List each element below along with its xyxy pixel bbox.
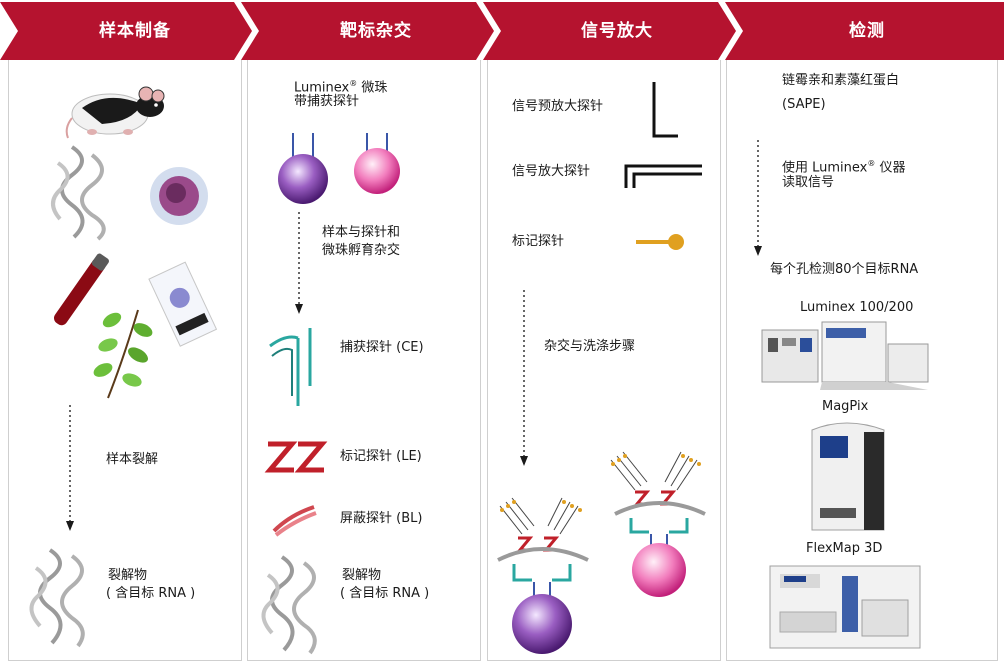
slide-image <box>148 261 218 347</box>
bead-purple-image <box>278 133 328 204</box>
header-chevron-3 <box>483 2 736 60</box>
hybridize-wash-label: 杂交与洗涤步骤 <box>544 339 636 354</box>
arrow-lysis <box>66 405 74 531</box>
plant-image <box>93 309 153 399</box>
header-detection: 检测 <box>849 21 885 41</box>
capture-probe-icon <box>269 328 312 406</box>
incubate-label-line2: 微珠孵育杂交 <box>322 243 401 258</box>
luminex-100-200-instrument-image <box>761 321 929 390</box>
sape-label-line1: 链霉亲和素藻红蛋白 <box>782 73 900 88</box>
incubate-label-line1: 样本与探针和 <box>322 225 401 240</box>
lysate-sublabel-col2: ( 含目标 RNA ) <box>340 586 430 601</box>
label-probe-gold-icon <box>636 234 684 250</box>
instrument-label-flexmap-3d: FlexMap 3D <box>806 541 883 556</box>
label-probe-icon <box>264 441 328 473</box>
cell-image <box>150 167 208 225</box>
assembled-complex-pink-image <box>610 451 706 597</box>
capture-probe-label: 捕获探针 (CE) <box>340 340 424 355</box>
header-sample-prep: 样本制备 <box>99 21 171 41</box>
read-signal-line2: 读取信号 <box>782 175 835 190</box>
arrow-read-signal <box>754 140 762 256</box>
lysate-sublabel-col1: ( 含目标 RNA ) <box>106 586 196 601</box>
lysate-strands-image-1 <box>29 548 85 648</box>
flexmap-3d-instrument-image <box>769 565 921 649</box>
preamp-probe-icon <box>652 82 678 138</box>
beads-label-line1: Luminex® 微珠 <box>294 79 388 96</box>
blocking-probe-icon <box>272 505 317 537</box>
sape-label-line2: (SAPE) <box>782 97 826 112</box>
header-chevron-4 <box>725 2 1004 60</box>
lysate-strands-image-2 <box>261 555 317 655</box>
lysate-label-col2: 裂解物 <box>342 568 382 583</box>
blocking-probe-label: 屏蔽探针 (BL) <box>340 511 423 526</box>
amp-probe-icon <box>624 164 702 188</box>
bead-pink-image <box>354 133 400 194</box>
tissue-strands-image <box>51 145 106 241</box>
label-probe-label: 标记探针 (LE) <box>340 449 422 464</box>
header-signal-amplification: 信号放大 <box>581 21 653 41</box>
mouse-image <box>65 86 165 139</box>
header-chevron-1 <box>0 2 252 60</box>
arrow-hybridize-wash <box>520 290 528 466</box>
instrument-label-magpix: MagPix <box>822 399 869 414</box>
per-well-label: 每个孔检测80个目标RNA <box>770 262 919 277</box>
panel-sample-prep <box>8 60 242 661</box>
lysate-label-col1: 裂解物 <box>108 568 148 583</box>
header-banner <box>0 2 1004 60</box>
arrow-incubate <box>295 212 303 314</box>
header-chevron-2 <box>241 2 494 60</box>
header-target-hybridization: 靶标杂交 <box>340 21 412 41</box>
label-probe-label-col3: 标记探针 <box>512 234 565 249</box>
preamp-probe-label: 信号预放大探针 <box>512 99 604 114</box>
blood-tube-image <box>54 253 109 326</box>
magpix-instrument-image <box>811 422 885 531</box>
read-signal-line1: 使用 Luminex® 仪器 <box>782 159 906 176</box>
beads-label-line2: 带捕获探针 <box>294 94 360 109</box>
sample-lysis-label: 样本裂解 <box>106 452 159 467</box>
assembled-complex-purple-image <box>497 497 589 654</box>
amp-probe-label: 信号放大探针 <box>512 164 591 179</box>
instrument-label-luminex-100-200: Luminex 100/200 <box>800 300 914 315</box>
